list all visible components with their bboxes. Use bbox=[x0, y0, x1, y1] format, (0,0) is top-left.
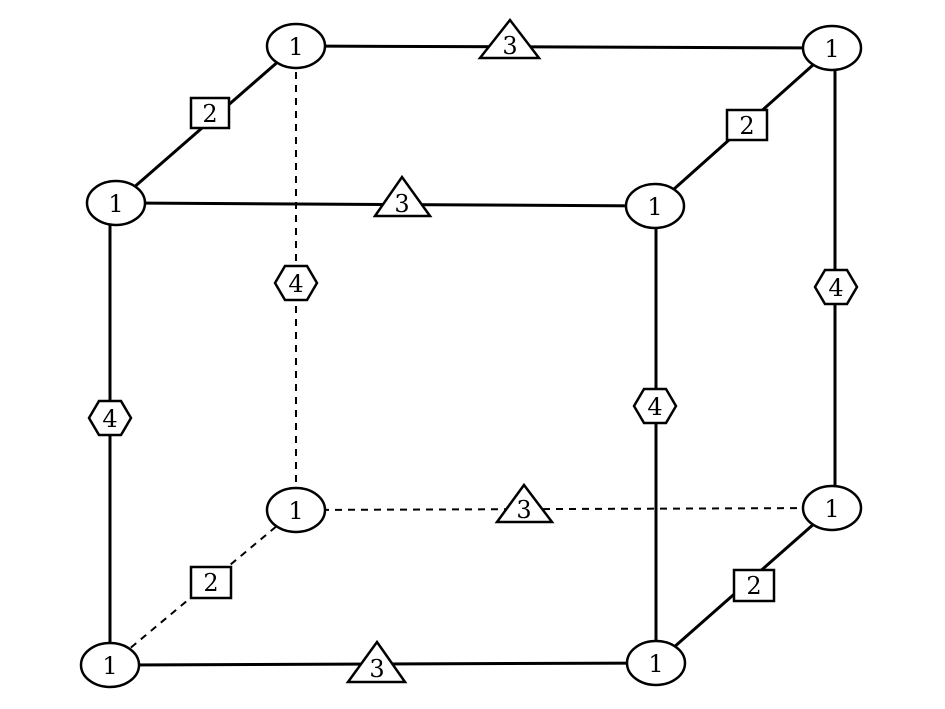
edge-label: 4 bbox=[828, 274, 843, 302]
edge-back-bottom-line bbox=[295, 507, 833, 511]
edge-label: 3 bbox=[516, 496, 531, 524]
edge-label: 4 bbox=[102, 405, 117, 433]
square-shape bbox=[189, 565, 233, 600]
node-front-bottom-left: 1 bbox=[79, 641, 141, 689]
node-ellipse bbox=[85, 179, 147, 227]
node-front-top-right: 1 bbox=[624, 182, 686, 230]
edge-label: 4 bbox=[288, 270, 303, 298]
edge-label: 2 bbox=[739, 112, 754, 140]
edge-front-top: 3 bbox=[372, 174, 433, 218]
edge-label: 2 bbox=[202, 100, 217, 128]
node-front-top-left: 1 bbox=[85, 179, 147, 227]
node-back-top-right: 1 bbox=[801, 24, 863, 72]
node-ellipse bbox=[625, 639, 687, 687]
hexagon-shape bbox=[813, 268, 859, 306]
edge-back-bottom: 3 bbox=[494, 482, 555, 524]
node-back-bottom-right: 1 bbox=[801, 484, 863, 532]
node-label: 1 bbox=[288, 33, 303, 61]
square-shape bbox=[732, 568, 776, 603]
edge-label: 2 bbox=[746, 572, 761, 600]
triangle-shape bbox=[477, 17, 542, 60]
square-shape bbox=[725, 108, 769, 142]
edge-back-top-line bbox=[295, 44, 833, 50]
edge-back-top: 3 bbox=[477, 17, 542, 60]
node-ellipse bbox=[801, 484, 863, 532]
edge-label: 2 bbox=[203, 569, 218, 597]
edge-bottom-left-depth: 2 bbox=[189, 565, 233, 600]
hexagon-shape bbox=[273, 264, 319, 302]
edge-label: 3 bbox=[394, 190, 409, 218]
node-ellipse bbox=[801, 24, 863, 72]
edge-label: 3 bbox=[502, 32, 517, 60]
edge-front-bottom: 3 bbox=[345, 639, 408, 684]
hexagon-shape bbox=[632, 387, 678, 425]
edge-bottom-right-depth: 2 bbox=[732, 568, 776, 603]
triangle-shape bbox=[345, 639, 408, 684]
node-front-bottom-right: 1 bbox=[625, 639, 687, 687]
node-label: 1 bbox=[648, 650, 663, 678]
edge-label: 3 bbox=[369, 655, 384, 683]
edge-top-left-depth: 2 bbox=[189, 96, 231, 130]
node-ellipse bbox=[265, 22, 327, 70]
edge-front-right-height: 4 bbox=[632, 387, 678, 425]
square-shape bbox=[189, 96, 231, 130]
node-ellipse bbox=[265, 486, 327, 534]
triangle-shape bbox=[372, 174, 433, 218]
edge-label: 4 bbox=[647, 393, 662, 421]
node-label: 1 bbox=[824, 495, 839, 523]
node-back-top-left: 1 bbox=[265, 22, 327, 70]
node-ellipse bbox=[79, 641, 141, 689]
hexagon-shape bbox=[87, 399, 133, 437]
node-label: 1 bbox=[102, 652, 117, 680]
node-ellipse bbox=[624, 182, 686, 230]
edge-back-left-height: 4 bbox=[273, 264, 319, 302]
triangle-shape bbox=[494, 482, 555, 524]
node-label: 1 bbox=[108, 190, 123, 218]
edge-front-left-height: 4 bbox=[87, 399, 133, 437]
node-label: 1 bbox=[647, 193, 662, 221]
node-back-bottom-left: 1 bbox=[265, 486, 327, 534]
node-label: 1 bbox=[288, 497, 303, 525]
edge-back-right-height: 4 bbox=[813, 268, 859, 306]
edge-top-right-depth: 2 bbox=[725, 108, 769, 142]
node-label: 1 bbox=[824, 35, 839, 63]
